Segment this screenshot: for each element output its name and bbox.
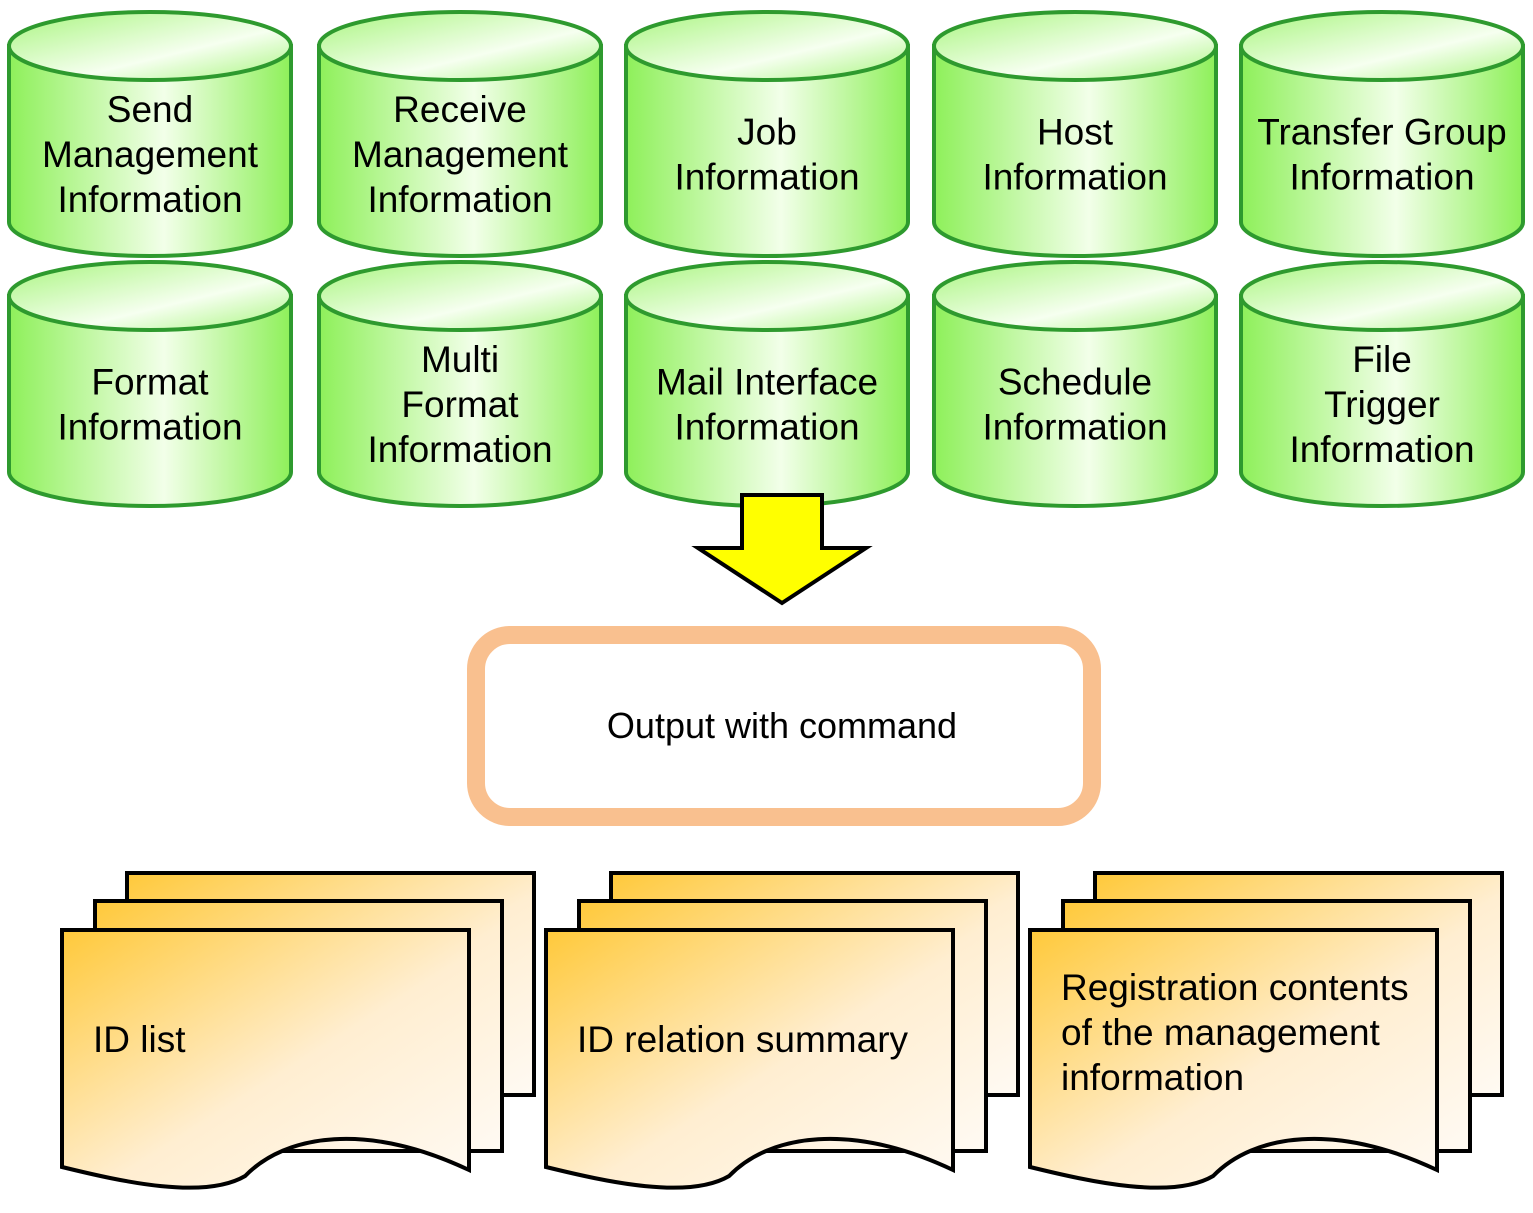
output-documents-group: ID list ID relation summary Registration c… (60, 871, 1504, 1190)
database-label-line: Information (367, 429, 552, 470)
cylinder-top (317, 260, 603, 332)
database-label-line: Information (367, 179, 552, 220)
database-label-line: Mail Interface (656, 362, 878, 403)
database-label-line: Information (1289, 429, 1474, 470)
document-front-page (60, 928, 471, 1190)
database-label-line: Information (674, 157, 859, 198)
cylinder-top (932, 260, 1218, 332)
cylinder-top (7, 10, 293, 82)
database-label-line: Schedule (998, 362, 1152, 403)
document-label: ID relation summary (577, 1019, 909, 1060)
database-label-line: Transfer Group (1257, 112, 1507, 153)
cylinder-top (7, 260, 293, 332)
cylinder-body (7, 294, 293, 508)
down-arrow-icon (691, 493, 873, 606)
database-label-line: Format (401, 384, 519, 425)
document-label-line: Registration contents (1061, 967, 1409, 1008)
document-label-line: ID list (93, 1019, 186, 1060)
id-relation-summary-document: ID relation summary (544, 871, 1020, 1190)
cylinder-top (1239, 260, 1525, 332)
database-label-line: Information (1289, 157, 1474, 198)
document-front-page (544, 928, 955, 1190)
process-label: Output with command (607, 705, 957, 746)
output-with-command-process: Output with command (467, 626, 1101, 826)
id-list-document: ID list (60, 871, 536, 1190)
document-label-line: information (1061, 1057, 1244, 1098)
cylinder-body (932, 44, 1218, 258)
cylinder-top (624, 10, 910, 82)
database-label-line: Management (352, 134, 569, 175)
document-label-line: ID relation summary (577, 1019, 909, 1060)
cylinder-body (932, 294, 1218, 508)
database-label-line: File (1352, 339, 1412, 380)
cylinder-body (317, 294, 603, 508)
database-label-line: Information (674, 407, 859, 448)
cylinder-body (1239, 44, 1525, 258)
document-label: ID list (93, 1019, 186, 1060)
cylinder-top (1239, 10, 1525, 82)
database-label-line: Management (42, 134, 259, 175)
cylinder-top (624, 260, 910, 332)
cylinder-top (317, 10, 603, 82)
database-label-line: Job (737, 112, 797, 153)
database-label-line: Send (107, 89, 193, 130)
database-label-line: Information (982, 157, 1167, 198)
cylinder-body (7, 44, 293, 258)
cylinder-body (1239, 294, 1525, 508)
cylinder-top (932, 10, 1218, 82)
cylinder-body (317, 44, 603, 258)
document-label-line: of the management (1061, 1012, 1381, 1053)
database-label-line: Multi (421, 339, 499, 380)
database-label-line: Format (91, 362, 209, 403)
database-label-line: Trigger (1324, 384, 1440, 425)
database-label-line: Information (57, 179, 242, 220)
document-front-page (1028, 928, 1439, 1190)
database-label-line: Host (1037, 112, 1114, 153)
database-label-line: Receive (393, 89, 527, 130)
cylinder-body (624, 44, 910, 258)
database-label-line: Information (982, 407, 1167, 448)
database-label-line: Information (57, 407, 242, 448)
